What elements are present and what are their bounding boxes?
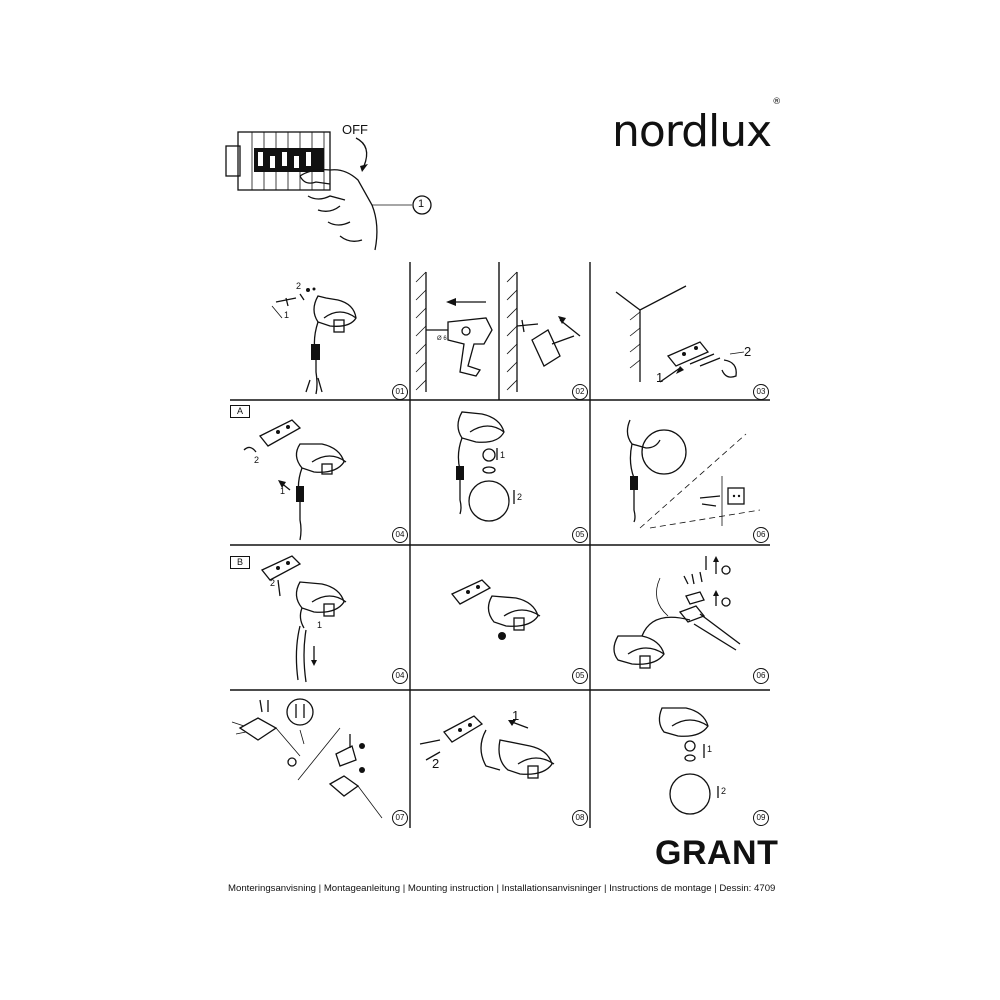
step-number: 09 <box>753 810 769 826</box>
callout-label: 1 <box>707 744 713 754</box>
section-b-label: B <box>230 556 250 569</box>
section-a-label: A <box>230 405 250 418</box>
callout-label: 2 <box>270 578 276 588</box>
callout-label: 1 <box>280 486 286 496</box>
nordlux-logo: nordlux® <box>612 98 781 154</box>
callout-label: 2 <box>254 455 260 465</box>
step-03-illustration <box>615 285 745 383</box>
step-05a-illustration <box>456 411 515 522</box>
registered-mark: ® <box>772 97 781 108</box>
step-number: 06 <box>753 527 769 543</box>
step-01-illustration <box>271 287 357 395</box>
breaker-panel-illustration <box>225 131 432 251</box>
drill-size-label: Ø 6 <box>437 336 447 342</box>
callout-label: 1 <box>500 450 506 460</box>
step-06a-illustration <box>626 419 761 529</box>
step-number: 05 <box>572 527 588 543</box>
step-06b-illustration <box>613 556 741 669</box>
step-04a-illustration <box>243 419 347 541</box>
step-number: 06 <box>753 668 769 684</box>
drill-illustration <box>415 271 493 392</box>
product-title: GRANT <box>655 834 779 872</box>
step-number: 07 <box>392 810 408 826</box>
hammer-illustration <box>506 271 581 392</box>
callout-label: 2 <box>517 492 523 502</box>
step-ref-label: 1 <box>418 198 425 210</box>
off-label: OFF <box>342 122 368 137</box>
panel-grid <box>230 262 770 828</box>
step-number: 01 <box>392 384 408 400</box>
step-number: 05 <box>572 668 588 684</box>
step-number: 03 <box>753 384 769 400</box>
step-04b-illustration <box>260 555 347 683</box>
step-number: 04 <box>392 527 408 543</box>
callout-label: 1 <box>512 708 520 723</box>
brand-name: nordlux <box>612 106 772 157</box>
callout-label: 2 <box>296 281 302 291</box>
step-09-illustration <box>658 707 719 815</box>
step-number: 08 <box>572 810 588 826</box>
callout-label: 1 <box>656 370 664 385</box>
step-number: 02 <box>572 384 588 400</box>
step-number: 04 <box>392 668 408 684</box>
footer-languages: Monteringsanvisning | Montageanleitung |… <box>228 883 776 894</box>
callout-label: 2 <box>721 786 727 796</box>
step-07-illustration <box>231 698 383 819</box>
callout-label: 2 <box>432 756 440 771</box>
step-08-illustration <box>419 715 555 779</box>
callout-label: 1 <box>317 620 323 630</box>
callout-label: 1 <box>284 310 290 320</box>
callout-label: 2 <box>744 344 752 359</box>
step-05b-illustration <box>450 579 541 640</box>
